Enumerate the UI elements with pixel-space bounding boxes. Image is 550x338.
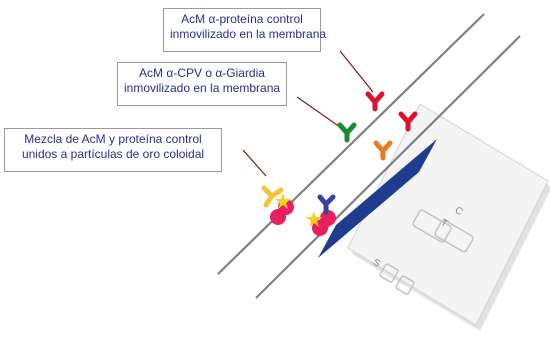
callout-control-line-2: inmovilizado en la membrana <box>170 27 327 41</box>
result-window-inner <box>412 209 452 243</box>
conjugate-blue <box>306 194 336 236</box>
cassette-band <box>318 139 437 258</box>
control-antibody-lower <box>398 111 418 132</box>
callout-control-line-1: AcM α-proteína control <box>181 12 303 26</box>
conjugate-yellow <box>261 185 294 225</box>
callout-mix-line-1: Mezcla de AcM y proteína control <box>24 132 202 146</box>
strip-line-upper <box>217 13 485 275</box>
control-antibody-upper <box>365 91 385 112</box>
orange-antibody <box>373 140 393 161</box>
pointer-line-conjugate <box>242 149 267 177</box>
callout-test-line-1: AcM α-CPV o α-Giardia <box>139 66 265 80</box>
pointer-line-test <box>296 96 341 128</box>
strip-line-lower <box>255 35 521 299</box>
cassette-body <box>347 103 549 326</box>
result-window <box>434 219 474 253</box>
callout-test-line-2: inmovilizado en la membrana <box>124 81 281 95</box>
test-antibody <box>337 122 357 143</box>
callout-mix-line-2: unidos a partículas de oro coloidal <box>21 147 205 161</box>
sample-well <box>379 263 399 283</box>
callout-conjugate-mix: Mezcla de AcM y proteína control unidos … <box>4 128 222 172</box>
callout-control-antibody: AcM α-proteína control inmovilizado en l… <box>163 8 327 52</box>
pointer-line-control <box>339 50 374 93</box>
sample-well-2 <box>395 275 415 295</box>
callout-test-antibody: AcM α-CPV o α-Giardia inmovilizado en la… <box>117 62 287 106</box>
